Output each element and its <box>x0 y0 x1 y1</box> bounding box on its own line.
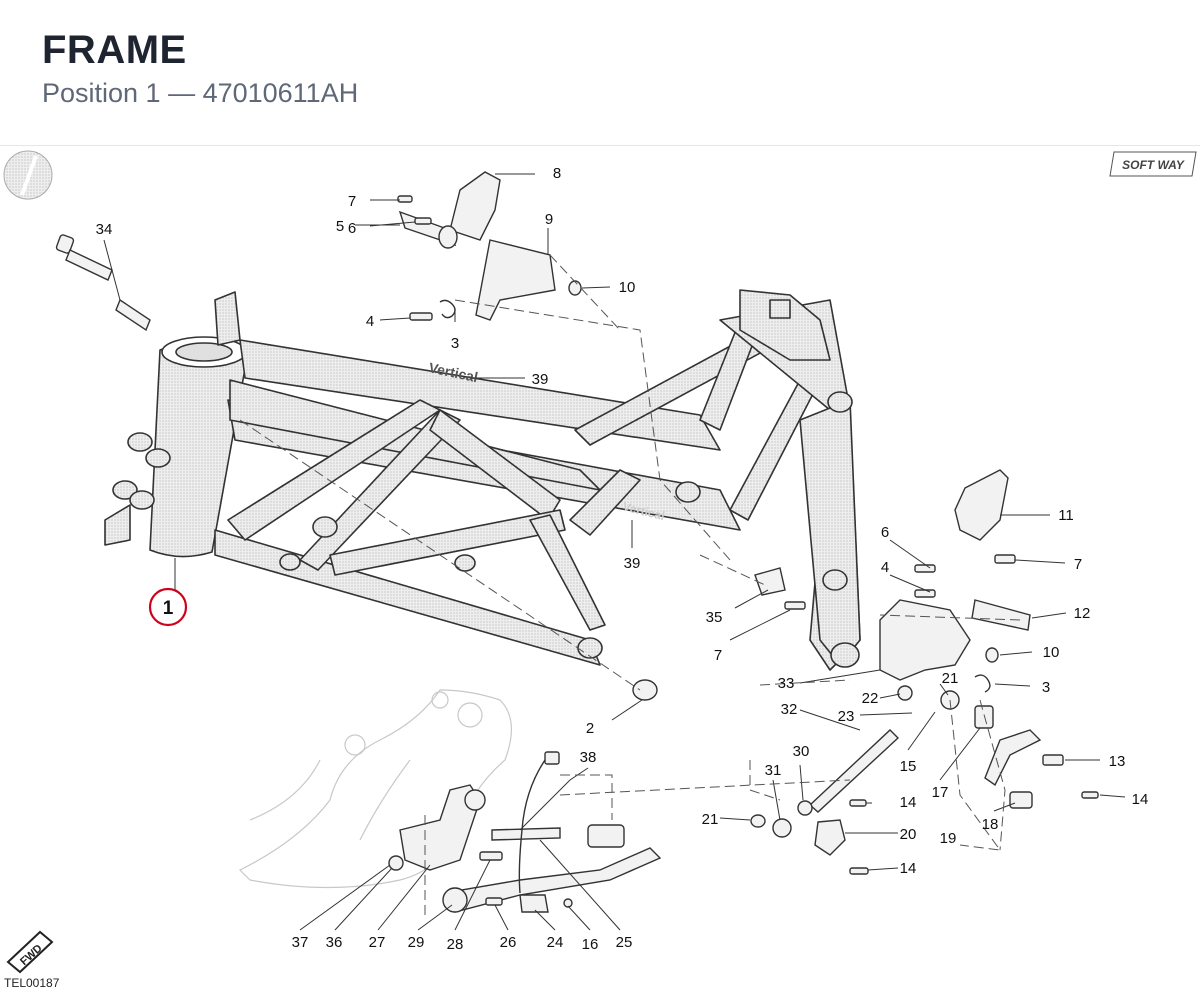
side-stand-38[interactable] <box>449 847 662 913</box>
bracket-30[interactable] <box>754 567 786 596</box>
callout-16: 16 <box>582 936 599 953</box>
callout-38: 29 <box>408 934 425 951</box>
heel-guard-8[interactable] <box>449 171 501 241</box>
callout-7b: 7 <box>714 647 722 664</box>
callout-6: 6 <box>348 220 356 237</box>
callout-7c: 7 <box>1074 556 1082 573</box>
spring-34[interactable] <box>491 827 561 841</box>
callout-34: 25 <box>616 934 633 951</box>
footpeg-bracket-9[interactable] <box>475 239 556 321</box>
tie-rod-27[interactable] <box>808 729 900 813</box>
sensor-24[interactable] <box>519 894 549 913</box>
callout-39b: 39 <box>624 555 641 572</box>
callout-9: 9 <box>545 211 553 228</box>
callout-20: 20 <box>900 826 917 843</box>
callout-6b: 6 <box>881 524 889 541</box>
callout-26: 31 <box>765 762 782 779</box>
callout-25: 30 <box>793 743 810 760</box>
fwd-arrow-icon: FWD <box>6 930 54 974</box>
callout-15: 15 <box>900 758 917 775</box>
engine-outline <box>238 689 513 889</box>
callout-labels: 34 7 6 5 4 3 8 9 10 39 39 35 7 2 11 7 6 … <box>96 165 1149 953</box>
callout-14: 14 <box>1132 791 1149 808</box>
callout-13: 13 <box>1109 753 1126 770</box>
callout-4b: 4 <box>881 559 889 576</box>
page-subtitle: Position 1 — 47010611AH <box>42 78 359 108</box>
drawing-code: TEL00187 <box>4 976 60 990</box>
callout-17: 17 <box>932 784 949 801</box>
callout-36: 28 <box>447 936 464 953</box>
callout-3b: 3 <box>1042 679 1050 696</box>
callout-21: 21 <box>942 670 959 687</box>
bushing-2[interactable] <box>632 679 658 701</box>
callout-37: 26 <box>500 934 517 951</box>
callout-18: 18 <box>982 816 999 833</box>
callout-2: 2 <box>586 720 594 737</box>
callout-31: 36 <box>326 934 343 951</box>
callout-14c: 14 <box>900 860 917 877</box>
callout-29: 34 <box>96 221 113 238</box>
callout-14b: 14 <box>900 794 917 811</box>
ducati-roundel-icon <box>3 150 53 200</box>
callout-10b: 10 <box>1043 644 1060 661</box>
callout-11: 11 <box>1058 507 1074 524</box>
callout-12: 12 <box>1074 605 1091 622</box>
callout-4: 4 <box>366 313 374 330</box>
callout-33: 38 <box>580 749 597 766</box>
footpeg-12[interactable] <box>971 599 1031 631</box>
callout-39: 39 <box>532 371 549 388</box>
callout-8: 8 <box>553 165 561 182</box>
leader-lines <box>103 173 1126 931</box>
selected-part-callout[interactable]: 1 <box>148 587 188 627</box>
callout-21b: 21 <box>702 811 719 828</box>
callout-3: 3 <box>451 335 459 352</box>
spring-3[interactable] <box>439 299 456 319</box>
footpeg-bracket-28[interactable] <box>879 599 971 681</box>
svg-text:1: 1 <box>163 598 174 619</box>
page-header: FRAME Position 1 — 47010611AH <box>0 0 1200 146</box>
callout-35: 27 <box>369 934 386 951</box>
pedal-20[interactable] <box>814 819 846 856</box>
callout-19: 19 <box>940 830 957 847</box>
soft-way-logo: SOFT WAY <box>1108 150 1198 178</box>
shift-lever-17[interactable] <box>984 729 1042 787</box>
frame-exploded-diagram: Vertical Vertical <box>3 150 1149 974</box>
callout-28: 33 <box>778 675 795 692</box>
callout-27: 32 <box>781 701 798 718</box>
callout-10: 10 <box>619 279 636 296</box>
callout-30: 35 <box>706 609 723 626</box>
svg-text:SOFT WAY: SOFT WAY <box>1122 158 1185 172</box>
callout-32: 37 <box>292 934 309 951</box>
callout-23: 23 <box>838 708 855 725</box>
callout-22: 22 <box>862 690 879 707</box>
bolt-29[interactable] <box>55 234 151 332</box>
page-title: FRAME <box>42 28 187 72</box>
callout-5: 5 <box>336 218 344 235</box>
frame-main[interactable] <box>104 289 861 671</box>
callout-7: 7 <box>348 193 356 210</box>
callout-24: 24 <box>547 934 564 951</box>
dashed-alignment-lines <box>239 254 1021 920</box>
heel-guard-11[interactable] <box>954 469 1009 541</box>
